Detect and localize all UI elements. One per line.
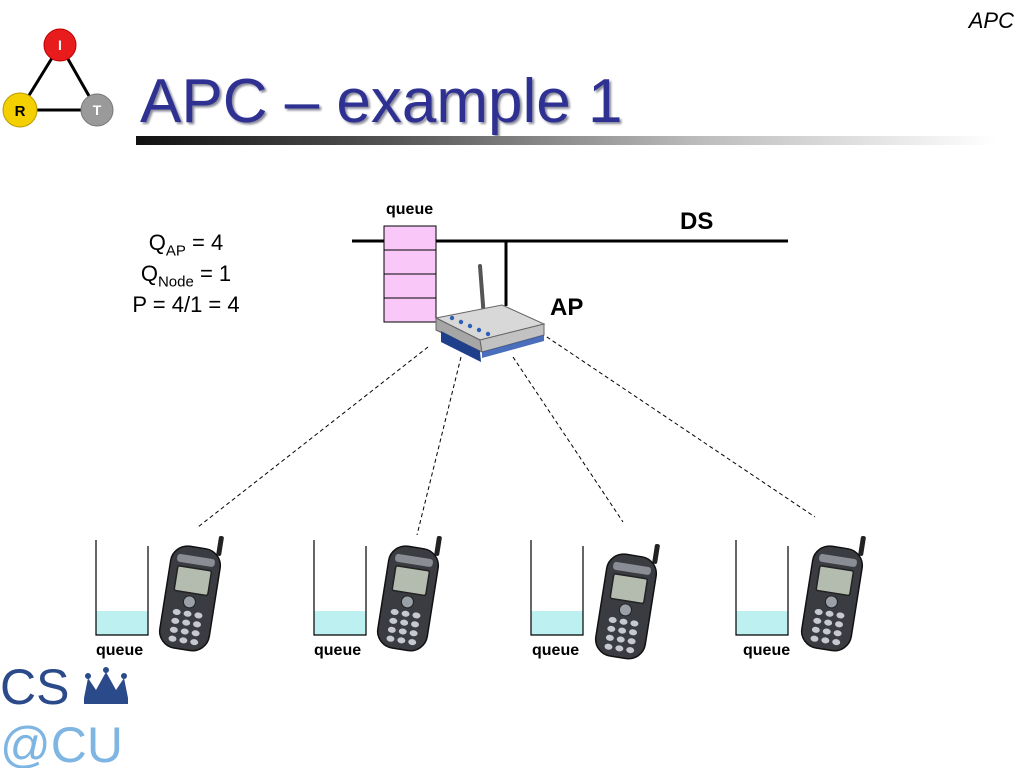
- crown-icon: [84, 667, 128, 704]
- ds-label: DS: [680, 208, 714, 235]
- logo-cu-text: @CU: [0, 717, 123, 768]
- node-queue-2: [313, 540, 367, 636]
- wireless-link-1: [197, 346, 429, 528]
- ap-queue-label: queue: [386, 201, 434, 218]
- ap-label: AP: [550, 294, 584, 321]
- formula-q-ap: QAP = 4: [101, 230, 271, 259]
- phone-icon: [156, 528, 226, 654]
- wireless-link-4: [540, 332, 816, 518]
- ap-queue-slot: [383, 297, 437, 323]
- q-ap-value: = 4: [185, 230, 224, 255]
- wireless-link-2: [416, 356, 462, 536]
- ap-queue-stack: [383, 225, 437, 323]
- node-queue-3: [530, 540, 584, 636]
- q-node-value: = 1: [193, 261, 232, 286]
- access-point-router-icon: [434, 264, 546, 362]
- cs-cu-logo: CS @CU: [0, 662, 128, 768]
- formula-p: P = 4/1 = 4: [132, 292, 240, 317]
- slide-title: APC – example 1: [140, 67, 623, 136]
- ap-queue-slot: [383, 249, 437, 275]
- header-tag: APC: [968, 8, 1014, 33]
- q-ap-subscript: AP: [165, 242, 186, 260]
- node-queue-label-2: queue: [314, 642, 362, 659]
- triangle-node-r: [2, 92, 38, 128]
- title-underline: [136, 136, 996, 145]
- phone-icon: [374, 528, 444, 654]
- triangle-node-t: [80, 93, 114, 127]
- q-ap-symbol: Q: [148, 230, 166, 255]
- node-queue-label-3: queue: [532, 642, 580, 659]
- q-node-symbol: Q: [140, 261, 158, 286]
- phone-icon: [592, 536, 662, 662]
- ap-queue-slot: [383, 273, 437, 299]
- triangle-node-i: [43, 28, 77, 62]
- formula-q-node: QNode = 1: [101, 261, 271, 290]
- node-queue-1: [95, 540, 149, 636]
- wireless-link-3: [512, 356, 624, 523]
- logo-cs-text: CS: [0, 662, 69, 715]
- node-queue-label-4: queue: [743, 642, 791, 659]
- irt-triangle-logo: I R T: [2, 28, 114, 128]
- ap-queue-slot: [383, 225, 437, 251]
- triangle-label-i: I: [58, 37, 62, 53]
- q-node-subscript: Node: [157, 273, 194, 291]
- node-queue-4: [735, 540, 789, 636]
- node-queue-label-1: queue: [96, 642, 144, 659]
- triangle-label-r: R: [15, 103, 26, 120]
- triangle-label-t: T: [93, 102, 102, 118]
- phone-icon: [798, 528, 868, 654]
